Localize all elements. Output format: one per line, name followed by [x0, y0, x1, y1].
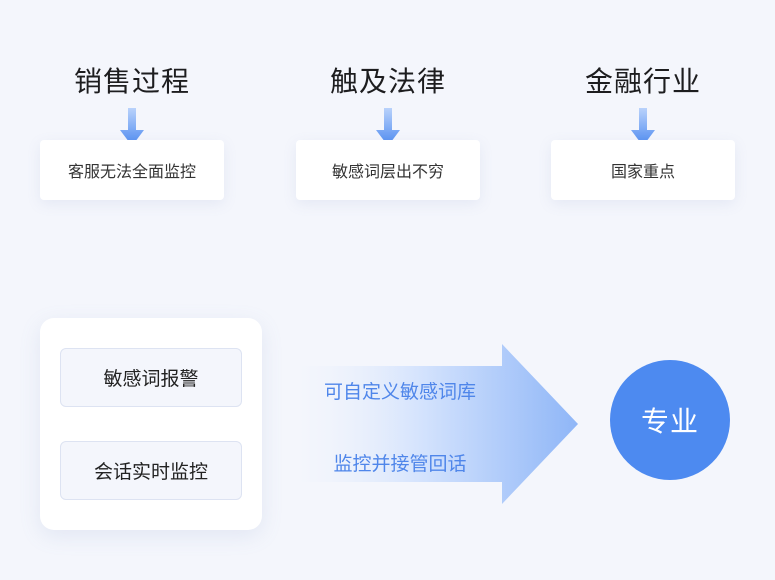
big-arrow-right-icon: [292, 344, 578, 504]
arrow-down-icon: [376, 108, 400, 146]
feature-sensitive-word-alert: 敏感词报警: [60, 348, 242, 407]
problem-box: 国家重点: [551, 140, 735, 200]
arrow-down-icon: [120, 108, 144, 146]
result-circle: 专业: [610, 360, 730, 480]
arrow-label: 可自定义敏感词库: [323, 381, 476, 403]
column-title: 销售过程: [73, 65, 190, 98]
column-title: 金融行业: [584, 65, 701, 98]
feature-realtime-monitor: 会话实时监控: [60, 441, 242, 500]
feature-card: 敏感词报警 会话实时监控: [40, 318, 262, 530]
problem-box: 客服无法全面监控: [40, 140, 224, 200]
arrow-down-icon: [631, 108, 655, 146]
column-title: 触及法律: [329, 65, 446, 98]
problem-box: 敏感词层出不穷: [296, 140, 480, 200]
arrow-label: 监控并接管回话: [333, 453, 467, 475]
